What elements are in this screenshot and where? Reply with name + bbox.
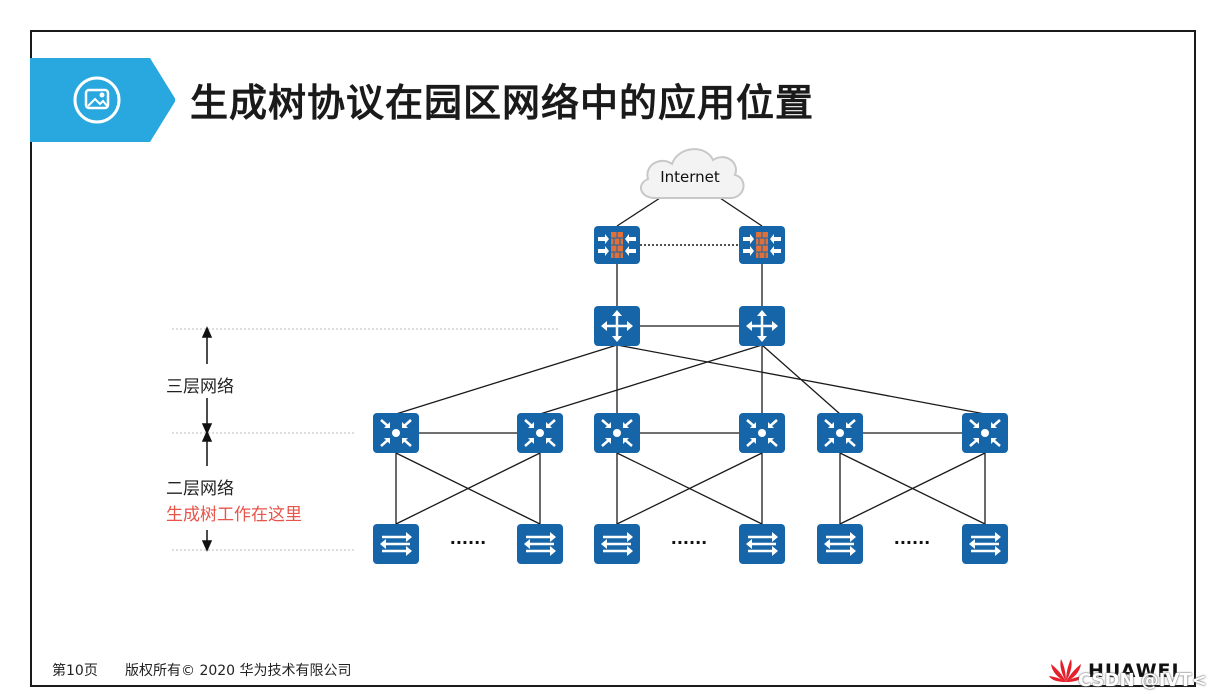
access-switch-icon <box>815 522 865 566</box>
layer-arrows <box>201 326 213 552</box>
firewall-icon <box>738 225 786 265</box>
slide-frame <box>30 30 1196 687</box>
title-bar <box>30 58 175 142</box>
ellipsis-label: ······ <box>894 533 930 552</box>
ellipsis-label: ······ <box>671 533 707 552</box>
huawei-logo-icon <box>1049 659 1083 682</box>
access-switch-icon <box>371 522 421 566</box>
aggregation-switch-icon <box>515 411 565 455</box>
brand-name: HUAWEI <box>1088 660 1180 682</box>
internet-cloud <box>639 148 745 199</box>
layer3-label: 三层网络 <box>166 377 234 397</box>
page-number: 第10页 <box>52 663 98 679</box>
ellipsis-label: ······ <box>450 533 486 552</box>
access-switch-icon <box>960 522 1010 566</box>
image-icon <box>73 76 121 124</box>
aggregation-switch-icon <box>815 411 865 455</box>
stp-note: 生成树工作在这里 <box>166 505 302 525</box>
firewall-icon <box>593 225 641 265</box>
layer2-label: 二层网络 <box>166 479 234 499</box>
aggregation-switch-icon <box>592 411 642 455</box>
internet-label: Internet <box>660 168 720 186</box>
aggregation-switch-icon <box>737 411 787 455</box>
access-switch-icon <box>592 522 642 566</box>
router-icon <box>592 304 642 348</box>
huawei-logo <box>1049 659 1083 682</box>
links <box>395 197 986 525</box>
aggregation-switch-icon <box>960 411 1010 455</box>
router-icon <box>737 304 787 348</box>
access-switch-icon <box>737 522 787 566</box>
aggregation-switch-icon <box>371 411 421 455</box>
copyright: 版权所有© 2020 华为技术有限公司 <box>125 663 352 679</box>
watermark: CSDN @IVT< <box>1078 670 1207 691</box>
layer-guides <box>172 328 560 551</box>
page-title: 生成树协议在园区网络中的应用位置 <box>190 81 815 125</box>
access-switch-icon <box>515 522 565 566</box>
